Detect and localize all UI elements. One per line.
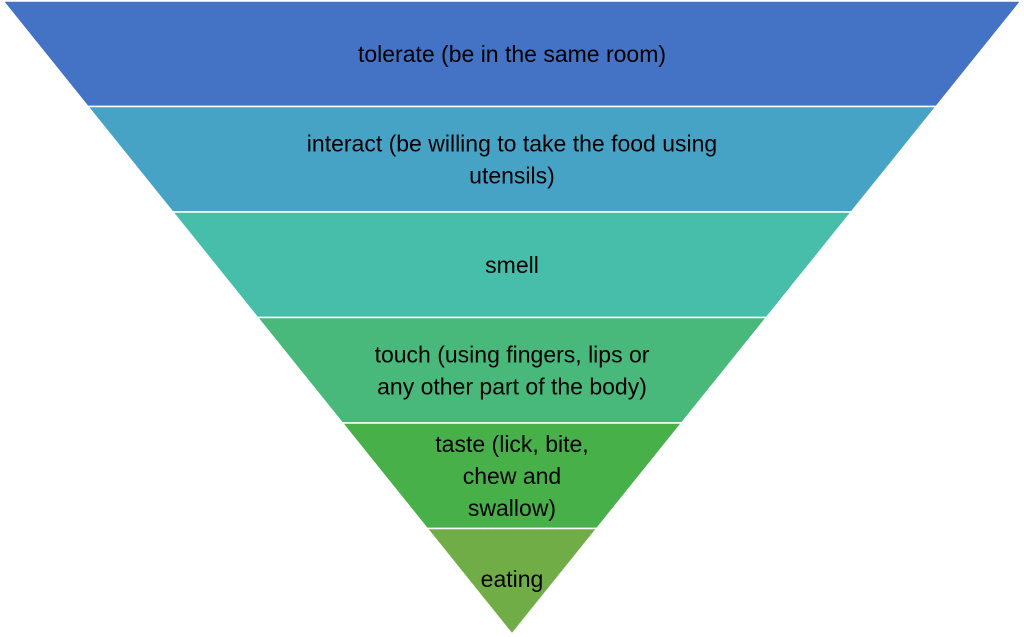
pyramid-level-1-label-line: tolerate (be in the same room) bbox=[358, 41, 666, 67]
pyramid-level-6 bbox=[425, 527, 599, 636]
pyramid-level-5-label-line: chew and bbox=[463, 463, 561, 489]
pyramid-level-4 bbox=[255, 316, 769, 424]
pyramid-level-2-label-line: utensils) bbox=[469, 162, 555, 188]
pyramid-level-4-label-line: any other part of the body) bbox=[377, 373, 647, 399]
pyramid-level-5-label-line: taste (lick, bite, bbox=[435, 431, 588, 457]
pyramid-labels: tolerate (be in the same room) interact (… bbox=[307, 41, 717, 592]
pyramid-level-6-label-line: eating bbox=[481, 566, 544, 592]
pyramid-level-3-label: smell bbox=[485, 252, 539, 278]
pyramid-level-2-label: interact (be willing to take the food us… bbox=[307, 130, 717, 188]
pyramid-level-4-label-line: touch (using fingers, lips or bbox=[375, 341, 650, 367]
pyramid-level-5-label: taste (lick, bite, chew and swallow) bbox=[435, 431, 588, 521]
pyramid-level-1-label: tolerate (be in the same room) bbox=[358, 41, 666, 67]
pyramid-level-6-label: eating bbox=[481, 566, 544, 592]
pyramid-level-2-label-line: interact (be willing to take the food us… bbox=[307, 130, 717, 156]
pyramid-level-4-label: touch (using fingers, lips or any other p… bbox=[375, 341, 650, 399]
pyramid-level-3-label-line: smell bbox=[485, 252, 539, 278]
pyramid-level-2 bbox=[86, 105, 938, 213]
pyramid-level-5-label-line: swallow) bbox=[468, 495, 556, 521]
